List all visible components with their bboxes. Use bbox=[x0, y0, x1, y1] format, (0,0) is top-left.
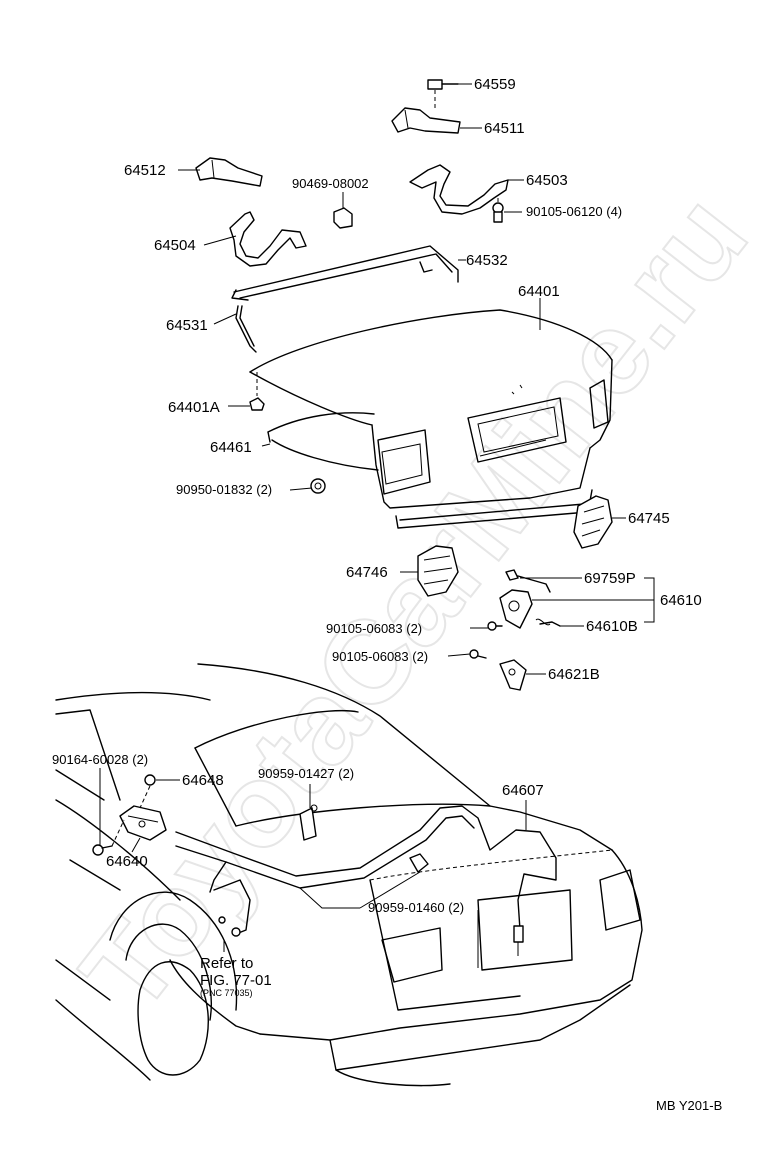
cover-64648 bbox=[139, 774, 156, 809]
label-64648: 64648 bbox=[182, 772, 224, 789]
bolt-90105-06083-a bbox=[487, 621, 503, 631]
label-64504: 64504 bbox=[154, 237, 196, 254]
label-refer-fig: FIG. 77-01 bbox=[200, 972, 272, 989]
label-90959-01460: 90959-01460 (2) bbox=[368, 900, 464, 915]
bracket-64512 bbox=[195, 157, 263, 187]
label-refer-pnc: (PNC 77035) bbox=[200, 988, 253, 998]
bracket-64511 bbox=[391, 90, 461, 134]
label-64511: 64511 bbox=[484, 120, 525, 137]
part-labels: 64559 64511 64512 90469-08002 64503 9010… bbox=[52, 76, 722, 1113]
bolt-64559 bbox=[427, 79, 459, 90]
hinge-64504 bbox=[229, 211, 307, 267]
label-64610: 64610 bbox=[660, 592, 702, 609]
lock-assembly-64610 bbox=[499, 569, 561, 629]
label-64532: 64532 bbox=[466, 252, 508, 269]
label-64461: 64461 bbox=[210, 439, 252, 456]
cover-64745 bbox=[573, 495, 613, 549]
label-90959-01427: 90959-01427 (2) bbox=[258, 766, 354, 781]
cover-64746 bbox=[417, 545, 459, 597]
label-69759P: 69759P bbox=[584, 570, 636, 587]
label-64745: 64745 bbox=[628, 510, 670, 527]
label-90105-06083-a: 90105-06083 (2) bbox=[326, 621, 422, 636]
torsion-bars bbox=[231, 245, 459, 353]
leader-lines bbox=[99, 83, 655, 968]
label-90950-01832: 90950-01832 (2) bbox=[176, 482, 272, 497]
label-90164-60028: 90164-60028 (2) bbox=[52, 752, 148, 767]
lever-64640 bbox=[119, 805, 167, 841]
bolt-90164 bbox=[92, 819, 125, 856]
label-64610B: 64610B bbox=[586, 618, 638, 635]
label-90105-06083-b: 90105-06083 (2) bbox=[332, 649, 428, 664]
label-64401A: 64401A bbox=[168, 399, 220, 416]
label-64401: 64401 bbox=[518, 283, 560, 300]
bolt-90105-06120 bbox=[492, 202, 504, 223]
diagram-code: MB Y201-B bbox=[656, 1098, 722, 1113]
label-64531: 64531 bbox=[166, 317, 208, 334]
release-cable-64607 bbox=[175, 805, 557, 956]
label-90105-06120: 90105-06120 (4) bbox=[526, 204, 622, 219]
label-64621B: 64621B bbox=[548, 666, 600, 683]
label-64746: 64746 bbox=[346, 564, 388, 581]
clip-90469 bbox=[333, 196, 353, 229]
clamp-90959-01427 bbox=[299, 804, 318, 841]
trunk-lid-64401 bbox=[249, 309, 613, 509]
striker-64621B bbox=[499, 659, 527, 691]
cushion-64401A bbox=[249, 372, 265, 411]
label-64512: 64512 bbox=[124, 162, 166, 179]
grommet-90950 bbox=[310, 478, 326, 494]
label-64559: 64559 bbox=[474, 76, 516, 93]
clamp-90959-01460 bbox=[409, 853, 429, 873]
label-64607: 64607 bbox=[502, 782, 544, 799]
label-refer-to: Refer to bbox=[200, 955, 253, 972]
label-90469-08002: 90469-08002 bbox=[292, 176, 369, 191]
label-64640: 64640 bbox=[106, 853, 148, 870]
label-64503: 64503 bbox=[526, 172, 568, 189]
bolt-90105-06083-b bbox=[469, 649, 487, 659]
car-body bbox=[55, 663, 643, 1087]
